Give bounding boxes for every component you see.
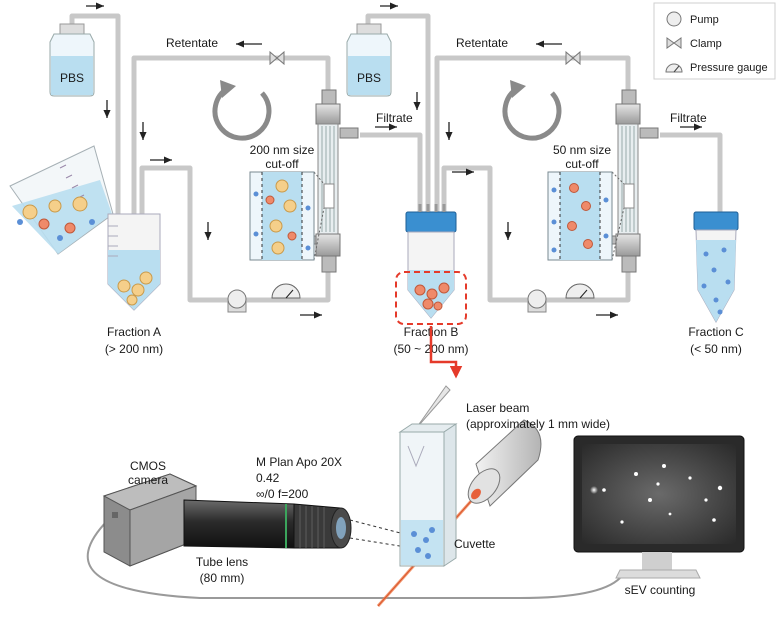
legend-pump-label: Pump: [690, 14, 719, 26]
recirculation-arrow-1: [212, 85, 272, 141]
retentate-label-1: Retentate: [166, 36, 218, 50]
filtrate-label-1: Filtrate: [376, 111, 413, 125]
tube-lens: [183, 499, 352, 549]
legend-gauge-label: Pressure gauge: [690, 62, 768, 74]
retentate-label-2: Retentate: [456, 36, 508, 50]
monitor-label: sEV counting: [625, 583, 696, 597]
filtrate-label-2: Filtrate: [670, 111, 707, 125]
gauge-icon: [665, 63, 683, 73]
pressure-gauge-1: [271, 283, 301, 299]
pbs-label-2: PBS: [357, 71, 381, 85]
camera-cable: [86, 519, 621, 599]
clamp-icon: [666, 37, 682, 49]
camera-label-line2: camera: [128, 473, 168, 487]
tubing-stage2: [360, 13, 723, 303]
filter-1-zoom: [249, 171, 315, 261]
pump-icon: [666, 11, 682, 27]
tube-lens-label-line1: Tube lens: [196, 555, 248, 569]
pbs-bottle-2: PBS: [346, 23, 392, 97]
fraction-b-transfer-arrow: [429, 326, 463, 379]
pbs-label-1: PBS: [60, 71, 84, 85]
sample-beaker: [9, 145, 114, 255]
filter-2-label-line2: cut-off: [565, 157, 599, 171]
filter-2-label-line1: 50 nm size: [553, 143, 611, 157]
laser-source: [467, 419, 542, 507]
cuvette: [398, 423, 458, 567]
tube-fraction-c: [693, 211, 739, 324]
legend-clamp-label: Clamp: [690, 38, 722, 50]
view-dashed-lines: [349, 519, 413, 549]
pump-2: [527, 289, 547, 313]
objective-label-line3: ∞/0 f=200: [256, 487, 309, 501]
legend: Pump Clamp Pressure gauge: [653, 2, 776, 80]
fraction-c-range: (< 50 nm): [690, 342, 742, 356]
tube-fraction-b: [405, 204, 457, 319]
recirculation-arrowhead-1: [220, 80, 236, 98]
filter-2-zoom: [547, 171, 613, 261]
fraction-b-highlight: [395, 271, 467, 325]
filter-1-label-line1: 200 nm size: [250, 143, 315, 157]
fraction-c-label: Fraction C: [688, 325, 744, 339]
recirculation-arrowhead-2: [510, 80, 526, 98]
fraction-a-label: Fraction A: [107, 325, 161, 339]
pressure-gauge-2: [565, 283, 595, 299]
tubing-stage1: [69, 13, 331, 303]
laser-label-line1: Laser beam: [466, 401, 529, 415]
cuvette-label: Cuvette: [454, 537, 496, 551]
filter-1-label-line2: cut-off: [265, 157, 299, 171]
pump-1: [227, 289, 247, 313]
objective-label-line1: M Plan Apo 20X: [256, 455, 342, 469]
monitor: [573, 435, 745, 579]
tube-lens-label-line2: (80 mm): [200, 571, 245, 585]
clamp-1: [269, 50, 285, 66]
pbs-bottle-1: PBS: [49, 23, 95, 97]
tube-fraction-a: [107, 213, 161, 311]
fraction-a-range: (> 200 nm): [105, 342, 163, 356]
laser-label-line2: (approximately 1 mm wide): [466, 417, 610, 431]
monitor-particle-dots: [590, 464, 723, 524]
recirculation-arrow-2: [502, 85, 562, 141]
cmos-camera: [102, 473, 198, 567]
camera-label-line1: CMOS: [130, 459, 166, 473]
objective-label-line2: 0.42: [256, 471, 280, 485]
filter-2-callout-lines: [611, 171, 625, 261]
flow-arrows: [86, 2, 702, 319]
clamp-2: [565, 50, 581, 66]
filter-1-callout-lines: [313, 171, 325, 261]
